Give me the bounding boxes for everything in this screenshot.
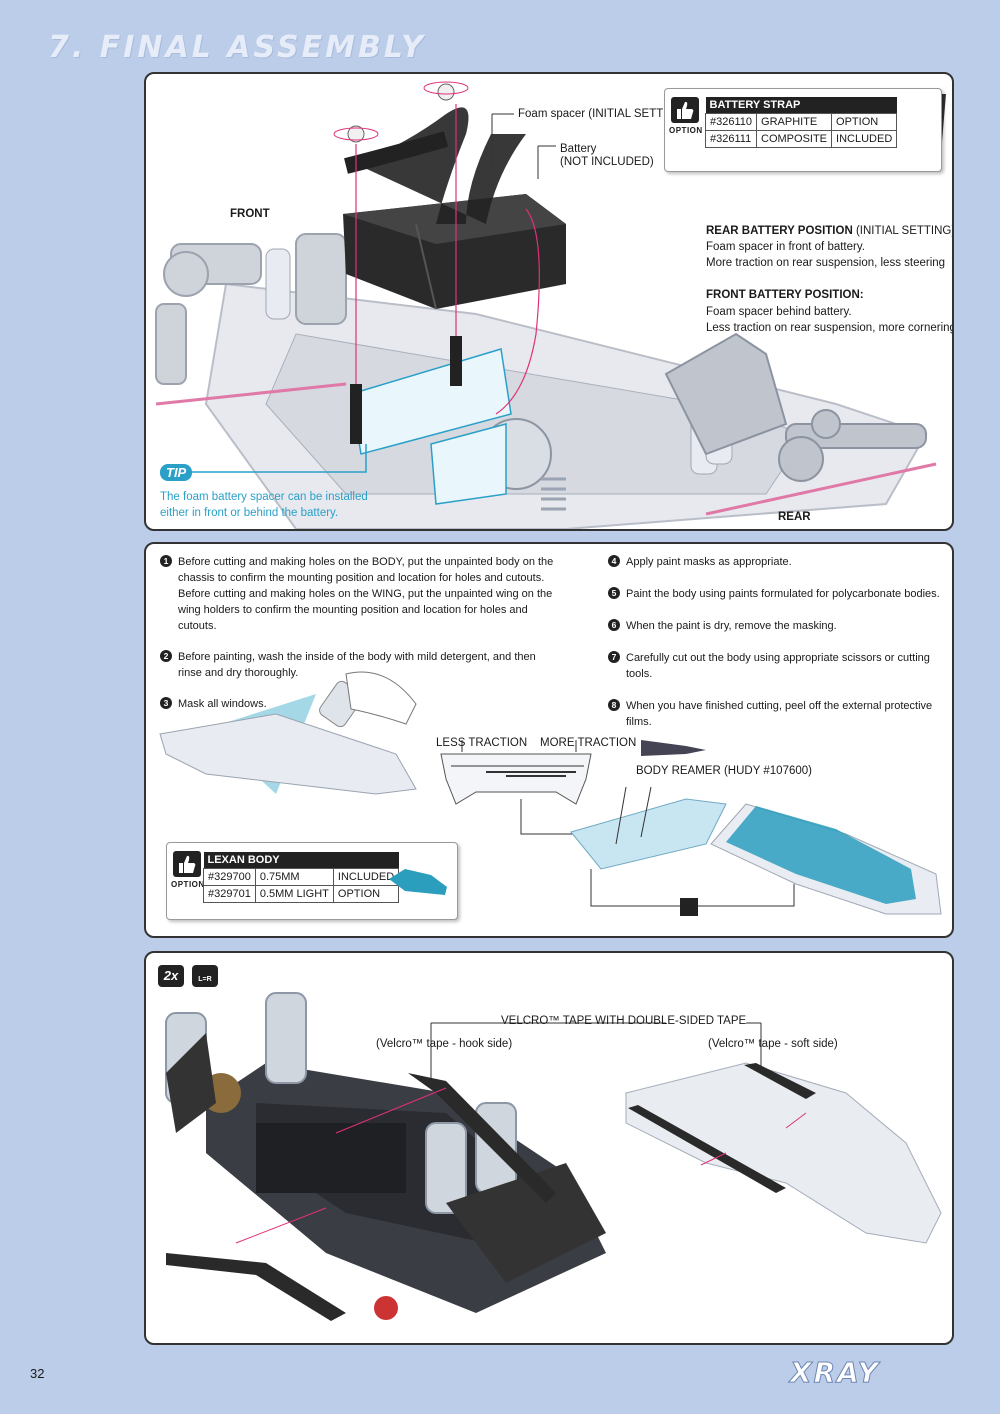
option-label: OPTION (171, 880, 205, 889)
page-title: 7. FINAL ASSEMBLY (48, 30, 426, 65)
step-number: 1 (160, 555, 172, 567)
material: COMPOSITE (756, 130, 833, 148)
thickness: 0.5MM LIGHT (254, 885, 334, 903)
step-number: 3 (160, 697, 172, 709)
front-label: FRONT (230, 208, 270, 220)
tip-line2: either in front or behind the battery. (160, 507, 339, 519)
step-item: 3 Mask all windows. (160, 696, 560, 712)
step-text: When the paint is dry, remove the maskin… (626, 620, 837, 632)
availability: OPTION (831, 113, 898, 131)
step-text: Before cutting and making holes on the B… (178, 556, 554, 632)
tip-badge: TIP (160, 464, 193, 481)
front-position-title: FRONT BATTERY POSITION: (706, 289, 864, 301)
hook-side-label: (Velcro™ tape - hook side) (376, 1038, 513, 1050)
front-position-line1: Foam spacer behind battery. (706, 306, 852, 318)
velcro-mounting-panel: 2x L=R VELCRO™ TAPE WITH DOUBLE-SID (144, 951, 954, 1345)
part-number: #329701 (203, 885, 256, 903)
step-text: When you have finished cutting, peel off… (626, 700, 933, 728)
step-item: 8 When you have finished cutting, peel of… (608, 698, 948, 730)
battery-strap-table: BATTERY STRAP #326110 GRAPHITE OPTION #3… (704, 97, 898, 148)
page-number: 32 (30, 1366, 45, 1381)
thumbs-up-icon (671, 97, 699, 123)
step-number: 7 (608, 651, 620, 663)
soft-side-label: (Velcro™ tape - soft side) (708, 1038, 838, 1050)
rear-position-line2: More traction on rear suspension, less s… (706, 257, 946, 269)
table-row: #326110 GRAPHITE OPTION (704, 113, 898, 131)
thickness: 0.75MM (254, 868, 334, 886)
step-number: 6 (608, 619, 620, 631)
rear-position-heading: REAR BATTERY POSITION (INITIAL SETTING): (706, 224, 954, 239)
table-row: #329701 0.5MM LIGHT OPTION (203, 885, 400, 903)
battery-not-included-label: (NOT INCLUDED) (560, 156, 654, 168)
battery-position-panel: Foam spacer (INITIAL SETTING) Battery (N… (144, 72, 954, 531)
rear-position-suffix: (INITIAL SETTING): (855, 225, 954, 237)
quantity-badge: 2x (158, 965, 184, 987)
availability: OPTION (332, 885, 400, 903)
chassis-battery-illustration (155, 81, 946, 529)
table-row: #326111 COMPOSITE INCLUDED (704, 130, 898, 148)
step-text: Apply paint masks as appropriate. (626, 556, 792, 568)
part-number: #326110 (704, 113, 758, 131)
step-number: 2 (160, 650, 172, 662)
lexan-body-table: LEXAN BODY #329700 0.75MM INCLUDED #3297… (203, 852, 400, 903)
step-item: 1 Before cutting and making holes on the … (160, 554, 560, 634)
lexan-body-thumbnail (389, 869, 447, 895)
lexan-body-title: LEXAN BODY (203, 852, 399, 869)
lexan-body-option-box: OPTION LEXAN BODY #329700 0.75MM INCLUDE… (166, 842, 458, 920)
tip-line1: The foam battery spacer can be installed (160, 491, 368, 503)
battery-strap-title: BATTERY STRAP (705, 97, 897, 114)
left-right-badge: L=R (192, 965, 218, 987)
option-label: OPTION (669, 126, 703, 135)
step-number: 8 (608, 699, 620, 711)
part-number: #329700 (203, 868, 256, 886)
thumbs-up-icon (173, 851, 201, 877)
body-preparation-panel: 1 Before cutting and making holes on the … (144, 542, 954, 938)
step-item: 7 Carefully cut out the body using approp… (608, 650, 948, 682)
body-painting-illustration (159, 671, 942, 916)
front-position-line2: Less traction on rear suspension, more c… (706, 322, 954, 334)
less-traction-label: LESS TRACTION (436, 737, 528, 749)
step-text: Carefully cut out the body using appropr… (626, 652, 930, 680)
velcro-title: VELCRO™ TAPE WITH DOUBLE-SIDED TAPE (501, 1015, 747, 1027)
velcro-chassis-illustration (165, 992, 942, 1321)
steps-right: 4 Apply paint masks as appropriate. 5 Pain… (608, 554, 948, 746)
battery-label: Battery (560, 143, 597, 155)
brand-logo: XRAY (790, 1356, 880, 1390)
rear-label: REAR (778, 511, 811, 523)
more-traction-label: MORE TRACTION (540, 737, 637, 749)
step-text: Before painting, wash the inside of the … (178, 651, 536, 679)
steps-left: 1 Before cutting and making holes on the … (160, 554, 560, 727)
material: GRAPHITE (756, 113, 833, 131)
rear-position-title: REAR BATTERY POSITION (706, 225, 853, 237)
availability: INCLUDED (831, 130, 898, 148)
foam-spacer-label: Foam spacer (INITIAL SETTING) (518, 108, 688, 120)
table-row: #329700 0.75MM INCLUDED (203, 868, 400, 886)
rear-position-line1: Foam spacer in front of battery. (706, 241, 865, 253)
battery-strap-option-box: OPTION BATTERY STRAP #326110 GRAPHITE OP… (664, 88, 942, 172)
step-item: 4 Apply paint masks as appropriate. (608, 554, 948, 570)
body-reamer-label: BODY REAMER (HUDY #107600) (636, 765, 812, 777)
step-text: Paint the body using paints formulated f… (626, 588, 940, 600)
step-item: 5 Paint the body using paints formulated … (608, 586, 948, 602)
part-number: #326111 (704, 130, 758, 148)
step-text: Mask all windows. (178, 698, 267, 710)
step-number: 5 (608, 587, 620, 599)
step-number: 4 (608, 555, 620, 567)
step-item: 6 When the paint is dry, remove the maski… (608, 618, 948, 634)
step-item: 2 Before painting, wash the inside of the… (160, 649, 560, 681)
